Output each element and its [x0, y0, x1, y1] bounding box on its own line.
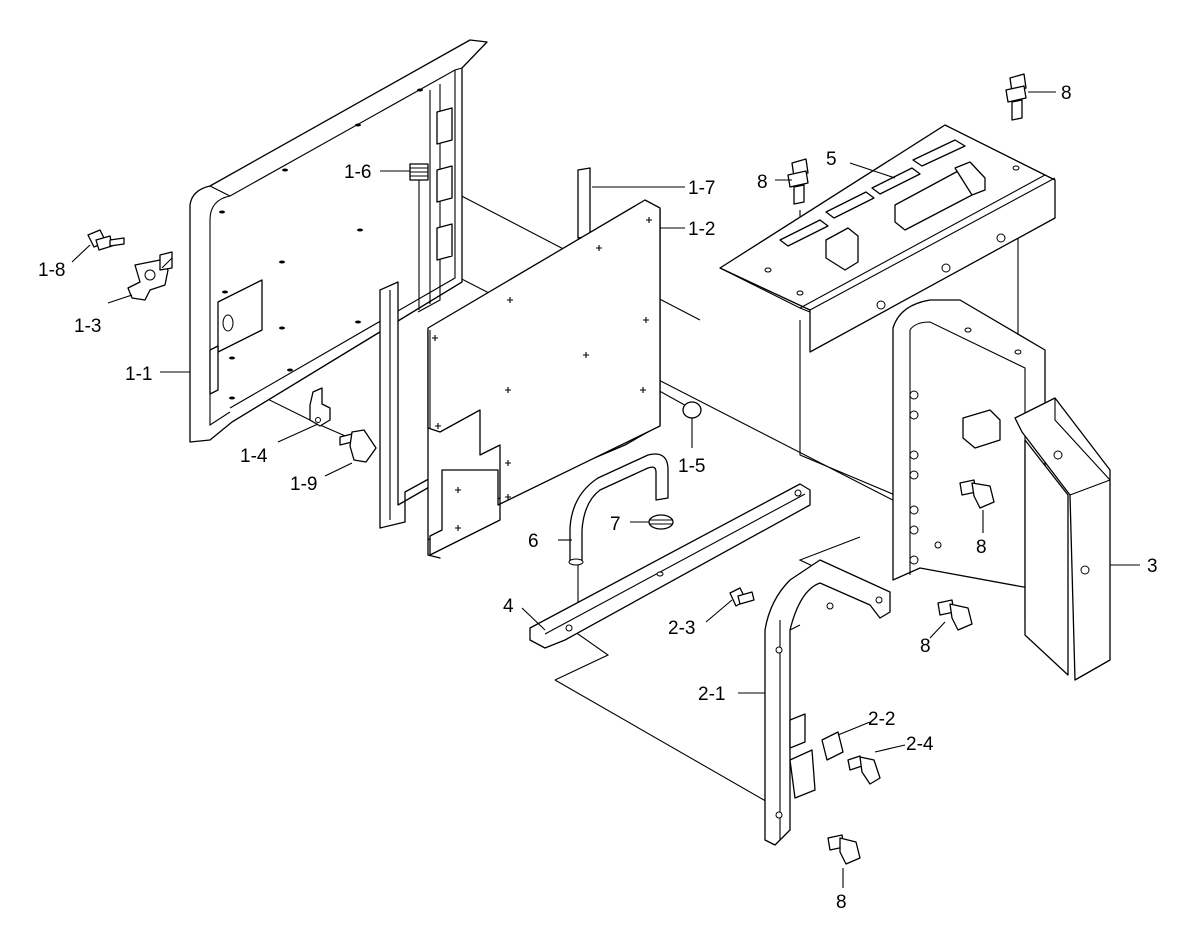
part-2-4-screw [847, 755, 881, 785]
frame-slots [219, 88, 423, 400]
screw-8-lower-side [937, 599, 973, 631]
part-1-9-screw [339, 429, 377, 463]
part-1-1-door-frame [189, 39, 488, 443]
label-8-top-right: 8 [1061, 83, 1072, 104]
part-2-3-bolt [729, 587, 755, 607]
part-1-8-screw [87, 229, 125, 251]
screw-8-top-left [787, 158, 809, 205]
label-6: 6 [528, 531, 539, 552]
label-2-3: 2-3 [668, 618, 695, 639]
label-1-8: 1-8 [38, 260, 65, 281]
part-6-handle [568, 453, 669, 566]
label-8-lower-side: 8 [920, 636, 931, 657]
label-1-6: 1-6 [344, 162, 371, 183]
label-3: 3 [1147, 556, 1158, 577]
screw-8-bottom [827, 834, 861, 865]
part-5-top-bracket [719, 124, 1056, 353]
label-8-bottom: 8 [836, 892, 847, 913]
label-7: 7 [610, 514, 621, 535]
label-1-3: 1-3 [74, 316, 101, 337]
label-2-2: 2-2 [868, 709, 895, 730]
label-8-side: 8 [976, 537, 987, 558]
bracket-slots [779, 139, 966, 247]
part-7-spring [648, 514, 674, 530]
part-1-4-clip [309, 387, 331, 427]
part-number-labels: 1-8 1-3 1-1 1-4 1-9 1-6 1-7 1-2 1-5 6 7 … [38, 83, 1158, 913]
part-8-screws [787, 73, 1027, 865]
label-1-9: 1-9 [290, 474, 317, 495]
label-1-5: 1-5 [678, 456, 705, 477]
panel-fastener-marks [432, 217, 652, 531]
label-5: 5 [826, 149, 837, 170]
part-1-3-latch [127, 251, 173, 301]
part-1-2-inner-panel [427, 199, 661, 559]
part-4-rail [529, 483, 811, 649]
part-2-2-plate [821, 731, 844, 761]
label-1-4: 1-4 [240, 446, 268, 467]
screw-8-side [959, 479, 995, 509]
side-bracket-holes [909, 327, 1090, 575]
label-1-7: 1-7 [688, 178, 715, 199]
label-1-1: 1-1 [125, 364, 152, 385]
part-1-6-spring [409, 163, 429, 310]
label-2-1: 2-1 [698, 684, 725, 705]
label-4: 4 [503, 596, 514, 617]
label-1-2: 1-2 [688, 219, 715, 240]
label-2-4: 2-4 [906, 734, 934, 755]
part-3-side-bracket [892, 299, 1111, 681]
part-2-1-vertical-bracket [764, 559, 891, 846]
part-1-5-knob [682, 401, 702, 419]
leader-lines [71, 91, 1140, 888]
screw-8-top-right [1005, 73, 1027, 121]
label-8-top-left: 8 [757, 172, 768, 193]
